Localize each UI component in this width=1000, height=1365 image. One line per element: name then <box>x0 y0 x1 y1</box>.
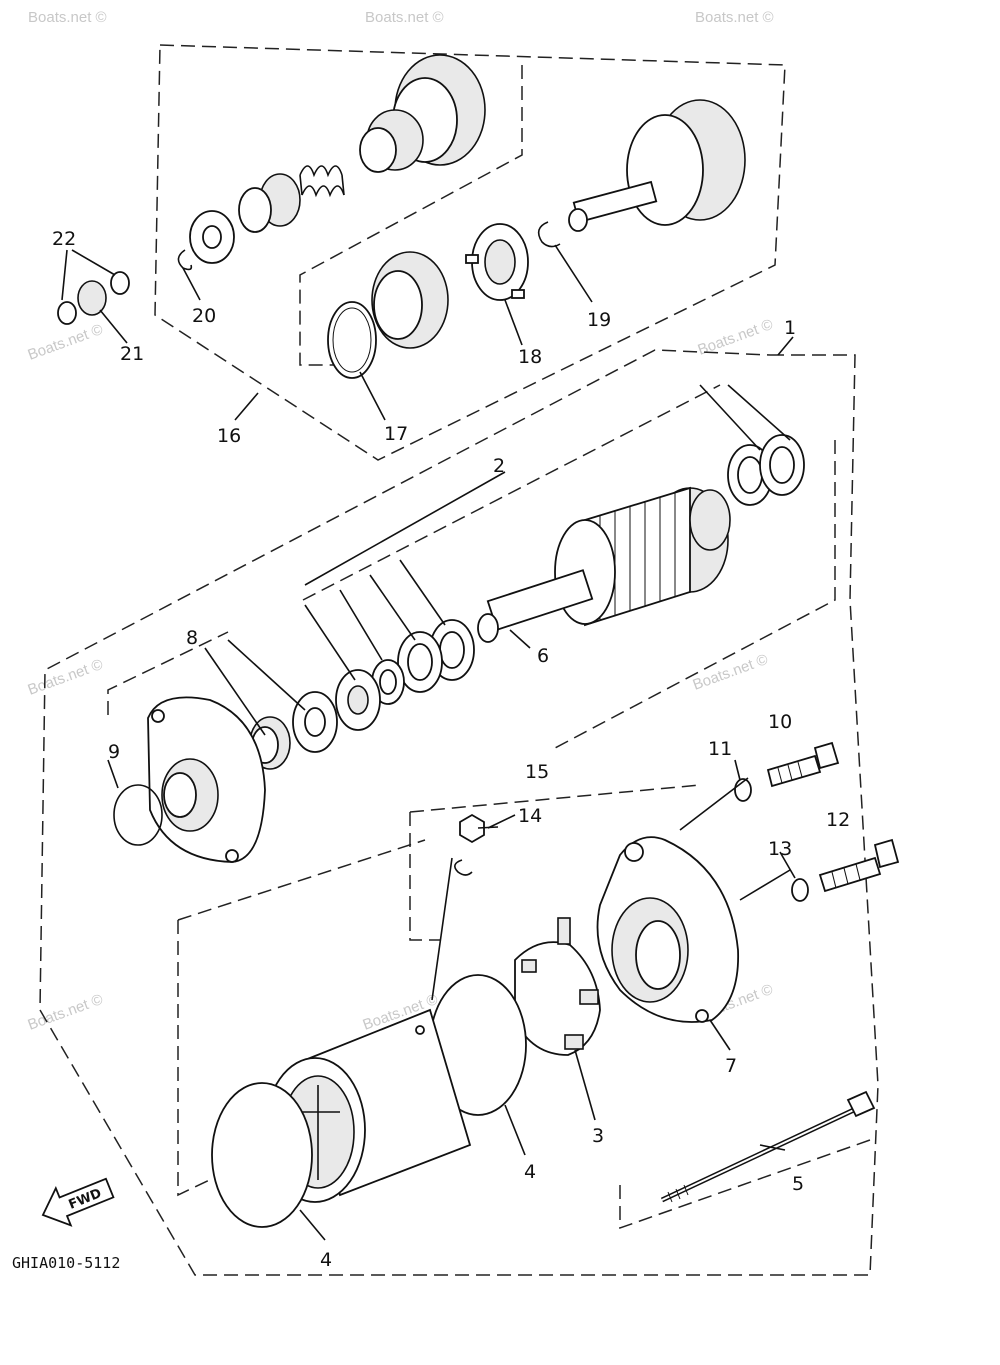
callout-4b: 4 <box>320 1249 332 1271</box>
callout-15: 15 <box>525 761 549 783</box>
pinion-gear <box>359 54 486 173</box>
callout-21: 21 <box>120 343 144 365</box>
watermark: Boats.net © <box>691 651 771 694</box>
clutch-assembly-group <box>154 44 786 461</box>
callout-17: 17 <box>384 423 408 445</box>
callout-5: 5 <box>792 1173 804 1195</box>
o-ring-9 <box>113 784 163 846</box>
watermark: Boats.net © <box>365 9 444 26</box>
bolt-10 <box>766 741 840 788</box>
armature-washers <box>335 434 805 731</box>
watermark: Boats.net © <box>26 656 106 699</box>
rear-cover <box>596 836 739 1023</box>
armature <box>477 486 731 643</box>
washer-13 <box>791 878 809 902</box>
watermark: Boats.net © <box>695 9 774 26</box>
spring <box>299 165 345 198</box>
watermark: Boats.net © <box>26 991 106 1034</box>
callout-11: 11 <box>708 738 732 760</box>
callout-4: 4 <box>524 1161 536 1183</box>
watermark: Boats.net © <box>26 321 106 364</box>
washer-14 <box>454 859 473 876</box>
gasket <box>211 1082 313 1228</box>
callout-8: 8 <box>186 627 198 649</box>
callout-6: 6 <box>537 645 549 667</box>
callouts: 1 2 3 4 4 5 6 7 8 9 10 11 12 13 14 15 16… <box>52 228 850 1271</box>
brush-holder <box>514 917 601 1056</box>
washer-hole <box>202 225 222 249</box>
callout-20: 20 <box>192 305 216 327</box>
callout-18: 18 <box>518 346 542 368</box>
clutch-cup <box>371 251 449 349</box>
callout-14: 14 <box>518 805 542 827</box>
callout-1: 1 <box>784 317 796 339</box>
through-bolt-5 <box>660 1090 876 1203</box>
callout-16: 16 <box>217 425 241 447</box>
callout-13: 13 <box>768 838 792 860</box>
clip-20 <box>177 249 193 271</box>
callout-12: 12 <box>826 809 850 831</box>
bolt-12 <box>818 838 900 893</box>
collar <box>238 173 301 233</box>
forward-arrow: FWD <box>41 1177 115 1227</box>
callout-19: 19 <box>587 309 611 331</box>
callout-2: 2 <box>493 455 505 477</box>
leader-lines <box>107 244 796 1241</box>
watermark: Boats.net © <box>28 9 107 26</box>
clutch-housing <box>568 99 746 232</box>
drawing-code: GHIA010-5112 <box>12 1254 120 1272</box>
nut-15 <box>459 813 485 844</box>
callout-22: 22 <box>52 228 76 250</box>
callout-3: 3 <box>592 1125 604 1147</box>
callout-10: 10 <box>768 711 792 733</box>
needle-bearing-17 <box>327 301 377 379</box>
callout-9: 9 <box>108 741 120 763</box>
ring-19 <box>537 221 561 248</box>
front-cover <box>147 691 338 863</box>
callout-7: 7 <box>725 1055 737 1077</box>
retainer-plate-18 <box>465 223 529 301</box>
spacer-parts-21-22 <box>57 249 130 344</box>
